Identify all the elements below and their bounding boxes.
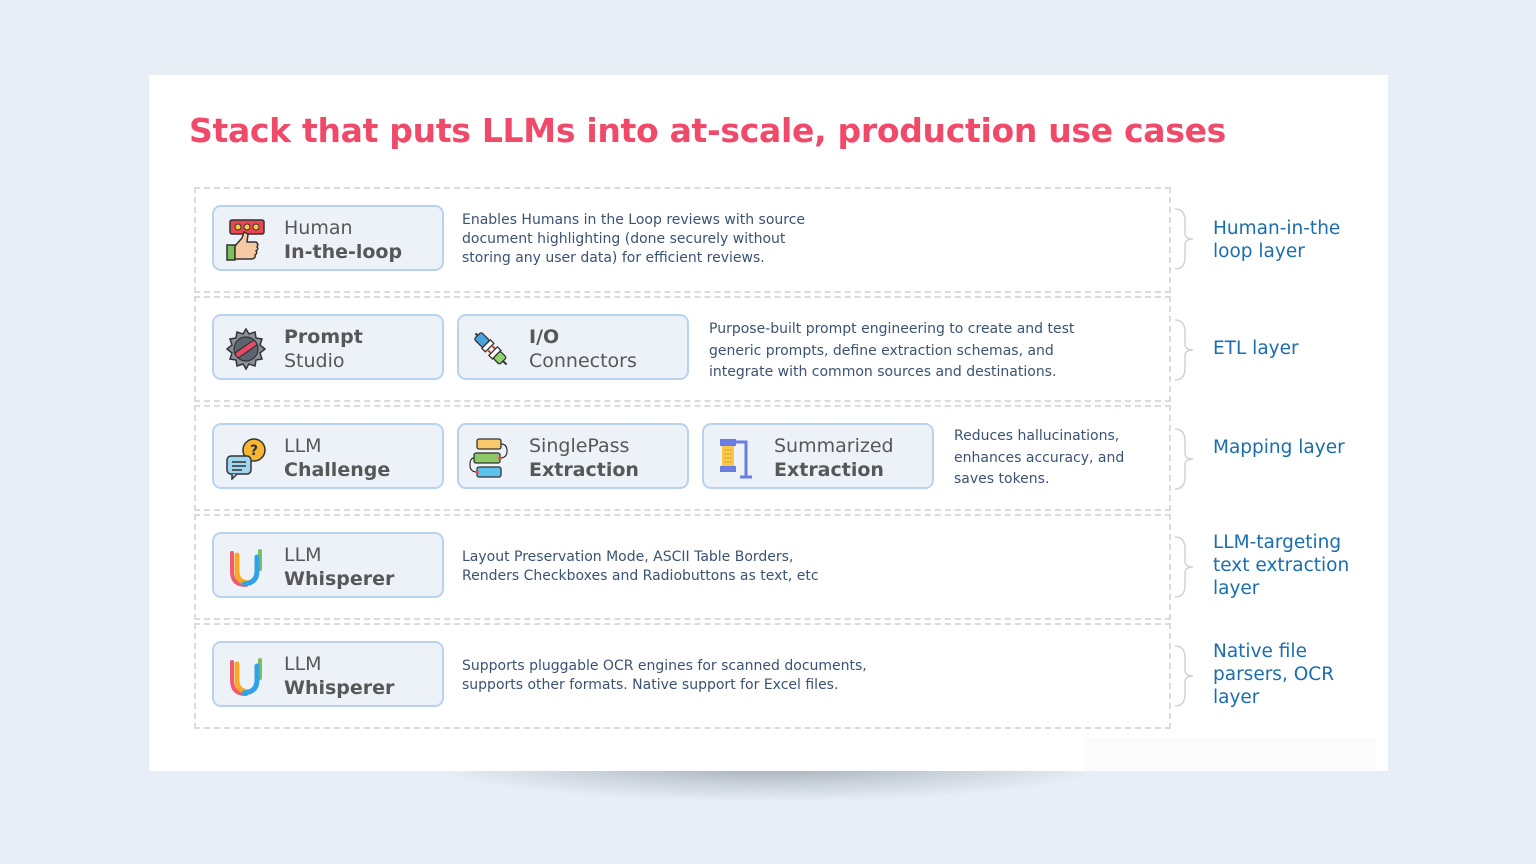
layer-label-human-in-the-loop: Human-in-the loop layer [1213, 217, 1340, 263]
description-line: generic prompts, define extraction schem… [709, 342, 1054, 359]
row-description: Purpose-built prompt engineering to crea… [709, 319, 1074, 384]
stack-row-text-extraction [194, 514, 1171, 620]
component-llm-whisperer: LLM Whisperer [212, 641, 444, 707]
component-llm-challenge: ? LLM Challenge [212, 423, 444, 489]
description-line: Reduces hallucinations, [954, 428, 1120, 444]
description-line: Supports pluggable OCR engines for scann… [462, 658, 867, 674]
brace-icon [1174, 208, 1194, 270]
component-label-line1: Prompt [284, 326, 363, 348]
row-description: Reduces hallucinations, enhances accurac… [954, 426, 1124, 491]
layer-label-line: Mapping layer [1213, 437, 1345, 458]
flow-blocks-icon [469, 438, 508, 478]
component-label-line2: Challenge [284, 459, 391, 481]
description-line: Layout Preservation Mode, ASCII Table Bo… [462, 549, 794, 565]
stack-row-mapping [194, 405, 1171, 511]
component-label-line2: Studio [284, 350, 345, 372]
slide-title: Stack that puts LLMs into at-scale, prod… [189, 111, 1227, 150]
gear-pencil-icon [225, 327, 267, 371]
layer-label-line: parsers, OCR [1213, 664, 1335, 685]
description-line: enhances accuracy, and [954, 449, 1125, 466]
layer-label-line: layer [1213, 578, 1260, 599]
component-label-line2: Whisperer [284, 568, 395, 590]
description-line: saves tokens. [954, 471, 1050, 487]
component-label-line1: I/O [529, 326, 560, 348]
brace-icon [1174, 428, 1194, 490]
component-label-line1: LLM [284, 544, 322, 566]
component-label-line1: SinglePass [529, 435, 630, 457]
component-human-in-the-loop: Human In-the-loop [212, 205, 444, 271]
layer-label-ocr: Native file parsers, OCR layer [1213, 640, 1334, 709]
question-chat-icon: ? [226, 438, 266, 480]
component-label-line1: Human [284, 217, 353, 239]
background-patch [1084, 738, 1376, 771]
stack-row-ocr [194, 623, 1171, 729]
layer-label-line: LLM-targeting [1213, 532, 1342, 553]
component-label-line2: Extraction [774, 459, 884, 481]
description-line: Enables Humans in the Loop reviews with … [462, 212, 806, 228]
description-line: Purpose-built prompt engineering to crea… [709, 321, 1075, 337]
component-summarized-extraction: Summarized Extraction [702, 423, 934, 489]
plug-connector-icon [474, 332, 508, 366]
layer-label-line: layer [1213, 687, 1260, 708]
component-label-line2: Connectors [529, 350, 637, 372]
component-singlepass-extraction: SinglePass Extraction [457, 423, 689, 489]
thumbs-up-rating-icon [226, 219, 265, 261]
layer-label-line: Native file [1213, 641, 1307, 662]
description-line: document highlighting (done securely wit… [462, 231, 786, 247]
layer-label-etl: ETL layer [1213, 337, 1299, 360]
component-label-line2: In-the-loop [284, 241, 403, 263]
description-line: integrate with common sources and destin… [709, 364, 1057, 380]
component-prompt-studio: Prompt Studio [212, 314, 444, 380]
slide-card: Stack that puts LLMs into at-scale, prod… [149, 75, 1388, 771]
component-llm-whisperer: LLM Whisperer [212, 532, 444, 598]
layer-label-mapping: Mapping layer [1213, 436, 1345, 459]
brace-icon [1174, 645, 1194, 707]
description-line: supports other formats. Native support f… [462, 677, 839, 693]
description-line: storing any user data) for efficient rev… [462, 250, 765, 266]
row-description: Layout Preservation Mode, ASCII Table Bo… [462, 548, 819, 586]
llm-whisperer-logo-icon [230, 658, 262, 696]
layer-label-line: ETL layer [1213, 338, 1299, 359]
svg-text:?: ? [250, 443, 258, 459]
llm-whisperer-logo-icon [230, 549, 262, 587]
component-io-connectors: I/O Connectors [457, 314, 689, 380]
component-label-line1: LLM [284, 653, 322, 675]
brace-icon [1174, 536, 1194, 598]
clamp-compress-icon [720, 439, 752, 479]
row-description: Enables Humans in the Loop reviews with … [462, 211, 805, 268]
component-label-line2: Whisperer [284, 677, 395, 699]
description-line: Renders Checkboxes and Radiobuttons as t… [462, 568, 819, 584]
row-description: Supports pluggable OCR engines for scann… [462, 657, 867, 695]
stack-row-etl [194, 296, 1171, 402]
layer-label-text-extraction: LLM-targeting text extraction layer [1213, 531, 1349, 600]
brace-icon [1174, 319, 1194, 381]
component-label-line1: Summarized [774, 435, 894, 457]
component-label-line2: Extraction [529, 459, 639, 481]
layer-label-line: text extraction [1213, 555, 1350, 576]
stack-row-human-in-the-loop [194, 187, 1171, 293]
component-label-line1: LLM [284, 435, 322, 457]
layer-label-line: loop layer [1213, 241, 1305, 262]
layer-label-line: Human-in-the [1213, 218, 1341, 239]
